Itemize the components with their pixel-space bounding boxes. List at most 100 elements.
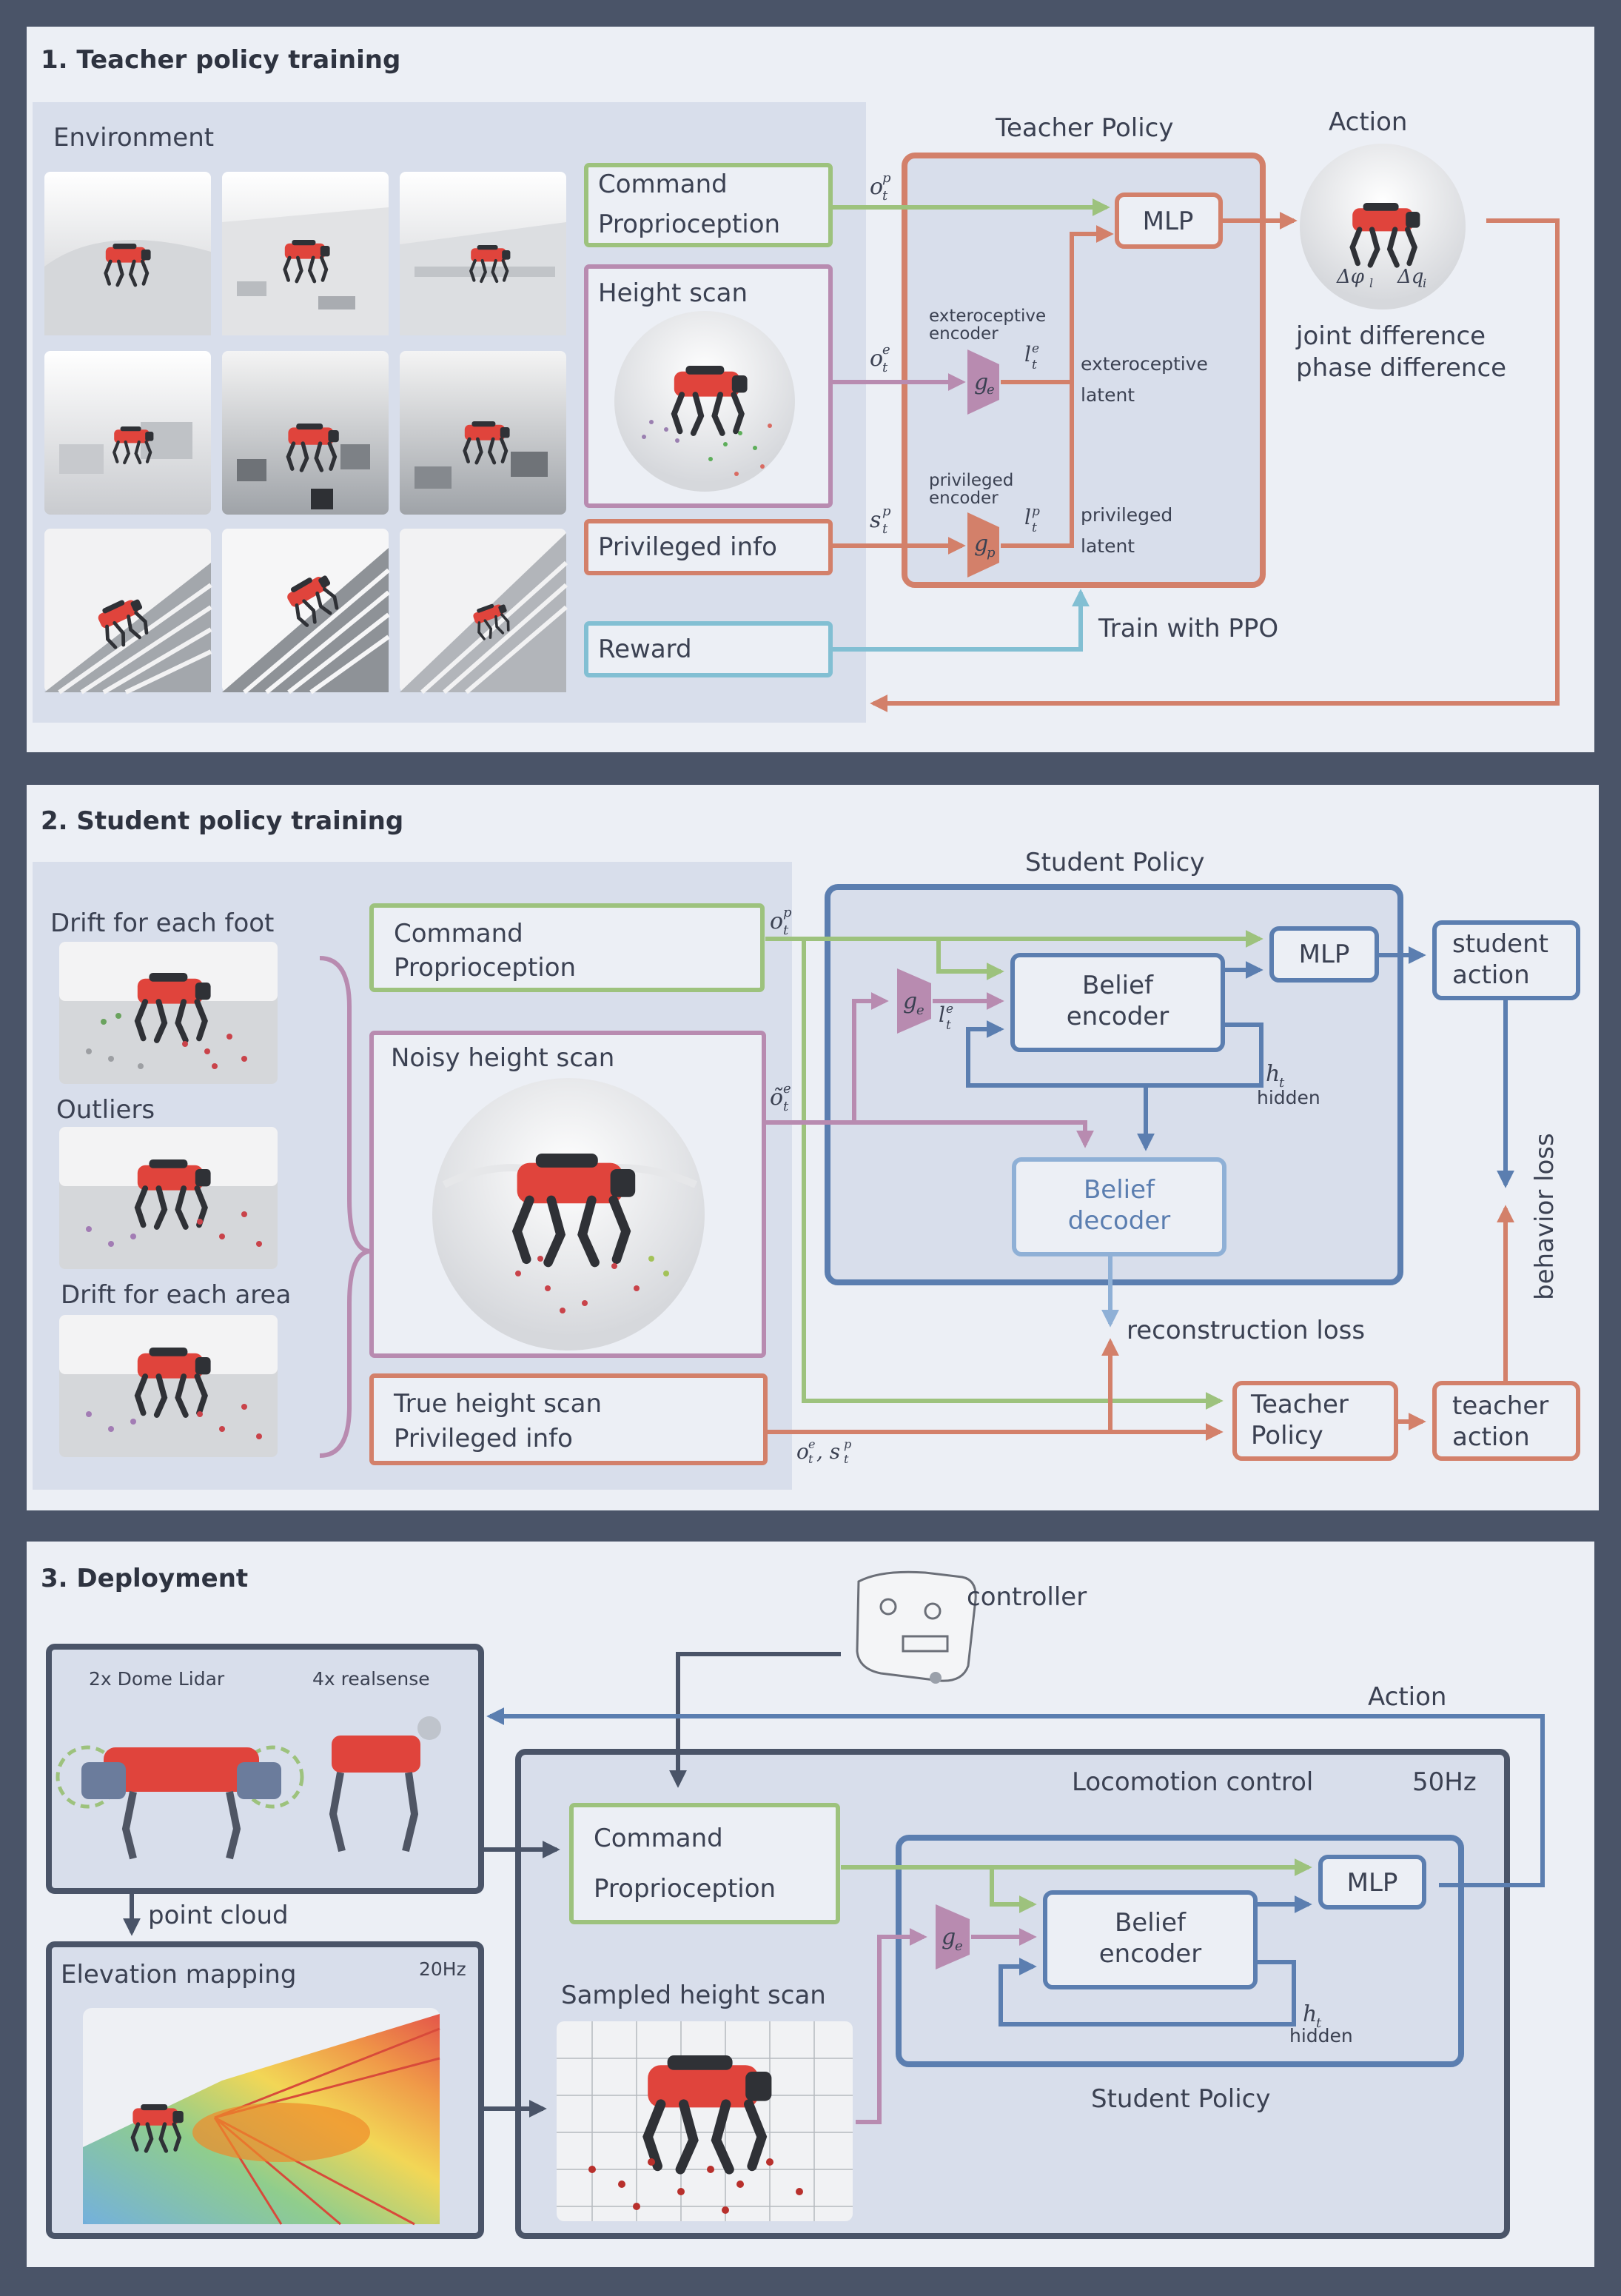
delta-phi-symbol: Δφ: [1336, 266, 1365, 288]
ltp-symbol: l: [1024, 505, 1031, 529]
deployment-mlp-box: [1318, 1855, 1426, 1910]
noisy-height-scan-image: [432, 1078, 705, 1351]
student-stp-sub: t: [844, 1452, 849, 1466]
deployment-ge-encoder: [936, 1904, 970, 1969]
env-thumb-7: [44, 529, 212, 695]
student-action-box: [1432, 920, 1580, 1000]
privileged-encoder-label-1: privileged: [929, 471, 1013, 490]
student-stp-sup: p: [844, 1437, 851, 1451]
command-proprioception-box: [584, 163, 833, 247]
belief-decoder-label-1: Belief: [1084, 1175, 1155, 1205]
belief-encoder-label-2: encoder: [1067, 1002, 1169, 1031]
stp-sup: p: [882, 503, 891, 519]
student-ht-symbol: h: [1266, 1061, 1280, 1087]
belief-encoder-box: [1010, 953, 1225, 1052]
outliers-image: [59, 1127, 278, 1269]
section-3-title: 3. Deployment: [41, 1564, 248, 1593]
env-thumb-4: [44, 351, 211, 515]
deployment-arrows: [123, 1652, 1545, 2124]
student-ote-stp-symbol: o: [796, 1439, 809, 1464]
student-teacher-policy-box: [1232, 1381, 1398, 1461]
student-proprioception-label: Proprioception: [394, 953, 576, 983]
student-ote-noisy-symbol: õ: [770, 1085, 783, 1111]
env-thumb-8: [222, 529, 390, 695]
teacher-action-label-2: action: [1452, 1422, 1530, 1452]
elevation-map-image: [83, 2008, 440, 2226]
drift-each-area-label: Drift for each area: [61, 1280, 291, 1310]
action-title: Action: [1329, 107, 1407, 137]
gp-subscript: p: [987, 545, 996, 560]
proprioception-label: Proprioception: [598, 210, 780, 239]
teacher-action-box: [1432, 1381, 1580, 1461]
environment-thumbnails: [44, 172, 568, 695]
reward-label: Reward: [598, 635, 692, 664]
student-otp-symbol: o: [770, 908, 783, 934]
student-ge-symbol: g: [903, 988, 917, 1014]
student-lte-sup: e: [946, 1002, 953, 1017]
environment-label: Environment: [53, 123, 214, 153]
student-lte-symbol: l: [939, 1003, 945, 1027]
privileged-latent-label-1: privileged: [1081, 504, 1172, 526]
section-1-title: 1. Teacher policy training: [41, 45, 400, 75]
belief-decoder-label-2: decoder: [1068, 1206, 1170, 1236]
student-ote-stp-sub: t: [808, 1452, 813, 1466]
student-command-box: [369, 903, 765, 992]
deployment-hidden-label: hidden: [1289, 2025, 1353, 2046]
student-command-label: Command: [394, 919, 523, 948]
student-ote-stp-comma: , s: [816, 1439, 840, 1464]
drift-each-foot-image: [59, 942, 278, 1084]
privileged-encoder-label-2: encoder: [929, 489, 999, 508]
section-2-title: 2. Student policy training: [41, 806, 403, 836]
exteroceptive-encoder-label-2: encoder: [929, 324, 999, 344]
rate-20hz-label: 20Hz: [419, 1958, 466, 1980]
sensor-robots-image: [56, 1716, 441, 1860]
train-with-ppo-label: Train with PPO: [1098, 614, 1278, 643]
teacher-policy-box: [902, 153, 1266, 588]
section-student-training: 2. Student policy training Drift for eac…: [27, 785, 1599, 1510]
ge-subscript: e: [987, 382, 995, 398]
student-action-label-1: student: [1452, 929, 1548, 959]
lte-sub: t: [1032, 358, 1037, 372]
gp-symbol: g: [974, 531, 988, 557]
student-otp-sub: t: [783, 923, 789, 938]
ote-sup: e: [882, 342, 890, 358]
ltp-sup: p: [1032, 504, 1040, 519]
exteroceptive-latent-label-1: exteroceptive: [1081, 353, 1208, 375]
belief-decoder-box: [1012, 1157, 1226, 1256]
env-thumb-9: [400, 529, 568, 695]
locomotion-control-label: Locomotion control: [1072, 1767, 1313, 1797]
otp-sub: t: [882, 188, 888, 204]
ge-symbol: g: [974, 369, 988, 395]
env-thumb-3: [400, 172, 566, 335]
section-teacher-training: 1. Teacher policy training Environment C…: [27, 27, 1594, 752]
section-deployment: 3. Deployment 2x Dome Lidar 4x realsense…: [27, 1542, 1594, 2267]
height-scan-image: [614, 311, 795, 492]
deployment-action-label: Action: [1368, 1682, 1446, 1712]
student-privileged-info-label: Privileged info: [394, 1424, 573, 1453]
point-cloud-label: point cloud: [148, 1901, 289, 1930]
env-thumb-5: [222, 351, 389, 515]
rate-50hz-label: 50Hz: [1412, 1767, 1477, 1797]
noisy-height-scan-label: Noisy height scan: [391, 1043, 614, 1073]
deployment-command-box: [569, 1803, 840, 1924]
deployment-command-label: Command: [594, 1824, 723, 1853]
stp-symbol: s: [870, 507, 881, 533]
deployment-proprioception-label: Proprioception: [594, 1874, 776, 1904]
controller-image: [856, 1570, 977, 1684]
deployment-ge-symbol: g: [942, 1924, 956, 1950]
student-ote-stp-sup: e: [808, 1437, 815, 1451]
student-mlp-box: [1269, 926, 1379, 983]
ote-sub: t: [882, 360, 888, 375]
env-thumb-1: [44, 172, 211, 335]
reconstruction-loss-label: reconstruction loss: [1127, 1316, 1365, 1345]
student-ge-sub: e: [916, 1003, 924, 1018]
student-otp-sup: p: [783, 905, 792, 920]
student-policy-title: Student Policy: [1025, 848, 1204, 877]
delta-q-symbol: Δq: [1397, 266, 1423, 288]
teacher-action-label-1: teacher: [1452, 1391, 1548, 1421]
delta-phi-sub: l: [1369, 276, 1373, 290]
lte-symbol: l: [1024, 342, 1031, 367]
deployment-mlp-label: MLP: [1347, 1868, 1398, 1898]
lte-sup: e: [1032, 341, 1039, 356]
